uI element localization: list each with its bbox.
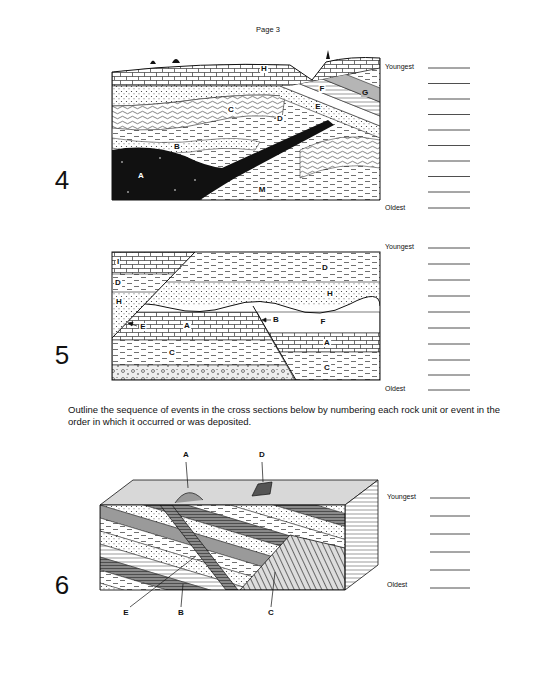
unit-letter: F <box>320 318 327 326</box>
unit-letter: C <box>323 364 331 372</box>
unit-letter: G <box>361 89 369 97</box>
page-number: Page 3 <box>256 26 280 34</box>
unit-letter: C <box>168 349 176 357</box>
unit-letter: H <box>260 65 268 73</box>
section-number: 4 <box>55 167 69 193</box>
unit-letter: A <box>137 172 145 180</box>
instruction-text: Outline the sequence of events in the cr… <box>68 404 513 428</box>
unit-letter: B <box>272 316 280 324</box>
unit-letter: B <box>177 609 185 617</box>
unit-letter: E <box>314 103 321 111</box>
scale-label: Oldest <box>387 581 407 588</box>
unit-letter: A <box>323 339 331 347</box>
unit-letter: I <box>116 258 120 266</box>
scale-label: Oldest <box>385 204 405 211</box>
unit-letter: D <box>114 279 122 287</box>
unit-letter: A <box>182 451 190 459</box>
unit-letter: D <box>258 451 266 459</box>
unit-letter: C <box>227 106 235 114</box>
unit-letter: M <box>258 186 267 194</box>
unit-letter: A <box>183 322 191 330</box>
scale-label: Oldest <box>385 385 405 392</box>
unit-letter: B <box>173 143 181 151</box>
section-number: 5 <box>55 342 69 368</box>
unit-letter: H <box>326 290 334 298</box>
unit-letter: H <box>115 298 123 306</box>
unit-letter: E <box>139 323 146 331</box>
unit-letter: E <box>122 609 129 617</box>
scale-label: Youngest <box>385 63 414 70</box>
section-number: 6 <box>55 572 69 598</box>
unit-letter: C <box>267 609 275 617</box>
unit-letter: D <box>321 264 329 272</box>
scale-label: Youngest <box>385 243 414 250</box>
scale-label: Youngest <box>387 493 416 500</box>
unit-letter: F <box>319 85 326 93</box>
unit-letter: D <box>276 115 284 123</box>
